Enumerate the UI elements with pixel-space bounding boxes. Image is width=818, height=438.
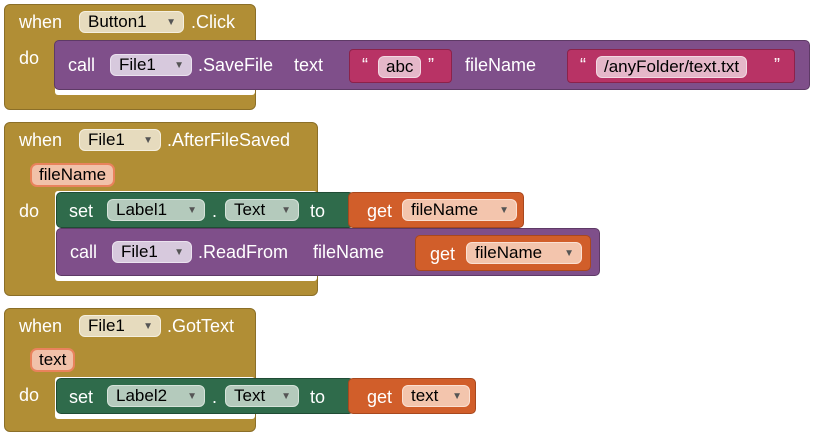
method-name: .SaveFile — [198, 55, 274, 75]
event-name: .AfterFileSaved — [167, 130, 291, 150]
method-name: .ReadFrom — [198, 242, 289, 262]
param-name: text — [39, 350, 67, 369]
dropdown-value: File1 — [121, 242, 158, 261]
chevron-down-icon: ▼ — [281, 204, 291, 216]
call-file1-savefile-block[interactable]: call File1 ▼ .SaveFile text “ abc ” file… — [54, 40, 810, 90]
filename-string-block[interactable]: “ /anyFolder/text.txt ” — [567, 49, 795, 83]
variable-dropdown-text[interactable]: text ▼ — [402, 385, 470, 407]
set-label1-text-block[interactable]: set Label1 ▼ . Text ▼ to — [56, 192, 354, 228]
when-keyword: when — [19, 316, 63, 336]
param-label-text: text — [294, 55, 324, 75]
chevron-down-icon: ▼ — [174, 246, 184, 258]
dropdown-value: Text — [234, 386, 266, 405]
component-dropdown-file1[interactable]: File1 ▼ — [112, 241, 192, 263]
event-param-text[interactable]: text — [30, 348, 76, 372]
get-keyword: get — [430, 244, 456, 264]
open-quote: “ — [362, 55, 368, 75]
chevron-down-icon: ▼ — [166, 16, 176, 28]
do-keyword: do — [19, 201, 40, 221]
chevron-down-icon: ▼ — [499, 204, 509, 216]
do-keyword: do — [19, 385, 40, 405]
param-name: fileName — [39, 165, 107, 184]
get-keyword: get — [367, 387, 393, 407]
component-dropdown-button1[interactable]: Button1 ▼ — [79, 11, 184, 33]
set-label2-text-block[interactable]: set Label2 ▼ . Text ▼ to — [56, 378, 354, 414]
component-dropdown-file1[interactable]: File1 ▼ — [79, 315, 161, 337]
event-name: .GotText — [167, 316, 235, 336]
set-keyword: set — [69, 387, 94, 407]
event-param-filename[interactable]: fileName — [30, 163, 116, 187]
variable-dropdown-filename[interactable]: fileName ▼ — [466, 242, 582, 264]
component-dropdown-file1[interactable]: File1 ▼ — [79, 129, 161, 151]
component-dropdown-file1[interactable]: File1 ▼ — [110, 54, 192, 76]
text-string-block[interactable]: “ abc ” — [349, 49, 452, 83]
event-name: .Click — [191, 12, 235, 32]
dot-separator: . — [212, 201, 218, 221]
close-quote: ” — [428, 55, 434, 75]
string-text: /anyFolder/text.txt — [604, 57, 740, 76]
param-label-filename: fileName — [313, 242, 385, 262]
to-keyword: to — [310, 387, 326, 407]
property-dropdown-text[interactable]: Text ▼ — [225, 385, 299, 407]
when-keyword: when — [19, 130, 63, 150]
chevron-down-icon: ▼ — [452, 390, 462, 402]
chevron-down-icon: ▼ — [143, 320, 153, 332]
property-dropdown-text[interactable]: Text ▼ — [225, 199, 299, 221]
chevron-down-icon: ▼ — [187, 204, 197, 216]
to-keyword: to — [310, 201, 326, 221]
dropdown-value: Label1 — [116, 200, 168, 219]
dropdown-value: File1 — [88, 130, 125, 149]
string-value-path[interactable]: /anyFolder/text.txt — [596, 56, 748, 78]
dropdown-value: fileName — [475, 243, 543, 262]
param-label-filename: fileName — [465, 55, 537, 75]
dropdown-value: File1 — [88, 316, 125, 335]
do-keyword: do — [19, 48, 40, 68]
close-quote: ” — [774, 55, 780, 75]
dropdown-value: Label2 — [116, 386, 168, 405]
dot-separator: . — [212, 387, 218, 407]
when-keyword: when — [19, 12, 63, 32]
dropdown-value: text — [411, 386, 439, 405]
set-keyword: set — [69, 201, 94, 221]
open-quote: “ — [580, 55, 586, 75]
chevron-down-icon: ▼ — [174, 59, 184, 71]
chevron-down-icon: ▼ — [143, 134, 153, 146]
dropdown-value: Text — [234, 200, 266, 219]
dropdown-value: File1 — [119, 55, 156, 74]
get-filename-block[interactable]: get fileName ▼ — [348, 192, 524, 228]
get-filename-block[interactable]: get fileName ▼ — [415, 235, 591, 271]
dropdown-value: Button1 — [88, 12, 147, 31]
call-keyword: call — [70, 242, 98, 262]
component-dropdown-label1[interactable]: Label1 ▼ — [107, 199, 205, 221]
string-value-abc[interactable]: abc — [378, 56, 422, 78]
component-dropdown-label2[interactable]: Label2 ▼ — [107, 385, 205, 407]
chevron-down-icon: ▼ — [187, 390, 197, 402]
chevron-down-icon: ▼ — [281, 390, 291, 402]
string-text: abc — [386, 57, 414, 76]
get-keyword: get — [367, 201, 393, 221]
chevron-down-icon: ▼ — [564, 247, 574, 259]
variable-dropdown-filename[interactable]: fileName ▼ — [402, 199, 517, 221]
call-keyword: call — [68, 55, 96, 75]
call-file1-readfrom-block[interactable]: call File1 ▼ .ReadFrom fileName get file… — [56, 228, 600, 276]
get-text-block[interactable]: get text ▼ — [348, 378, 476, 414]
dropdown-value: fileName — [411, 200, 479, 219]
